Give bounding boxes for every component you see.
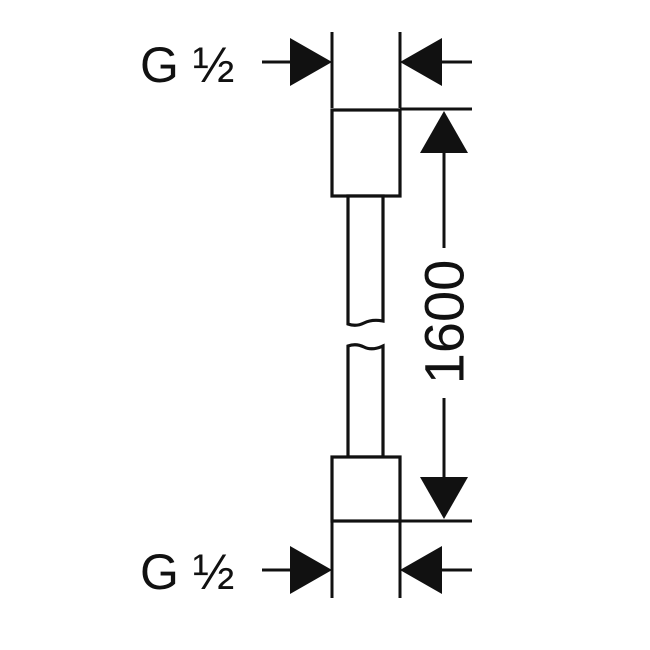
length-dimension-label: 1600 [413,260,476,385]
lower-hose-segment [346,343,385,459]
top-right-arrow [400,38,472,86]
bottom-nut [330,455,402,523]
top-left-arrow [262,38,332,86]
bottom-right-arrow [400,546,472,594]
bottom-thread-label: G ½ [140,544,234,600]
bottom-left-arrow [262,546,332,594]
top-thread-label: G ½ [140,37,234,93]
top-nut [330,108,402,198]
upper-hose-segment [346,194,385,327]
length-top-arrow [420,111,468,248]
length-bottom-arrow [420,398,468,519]
